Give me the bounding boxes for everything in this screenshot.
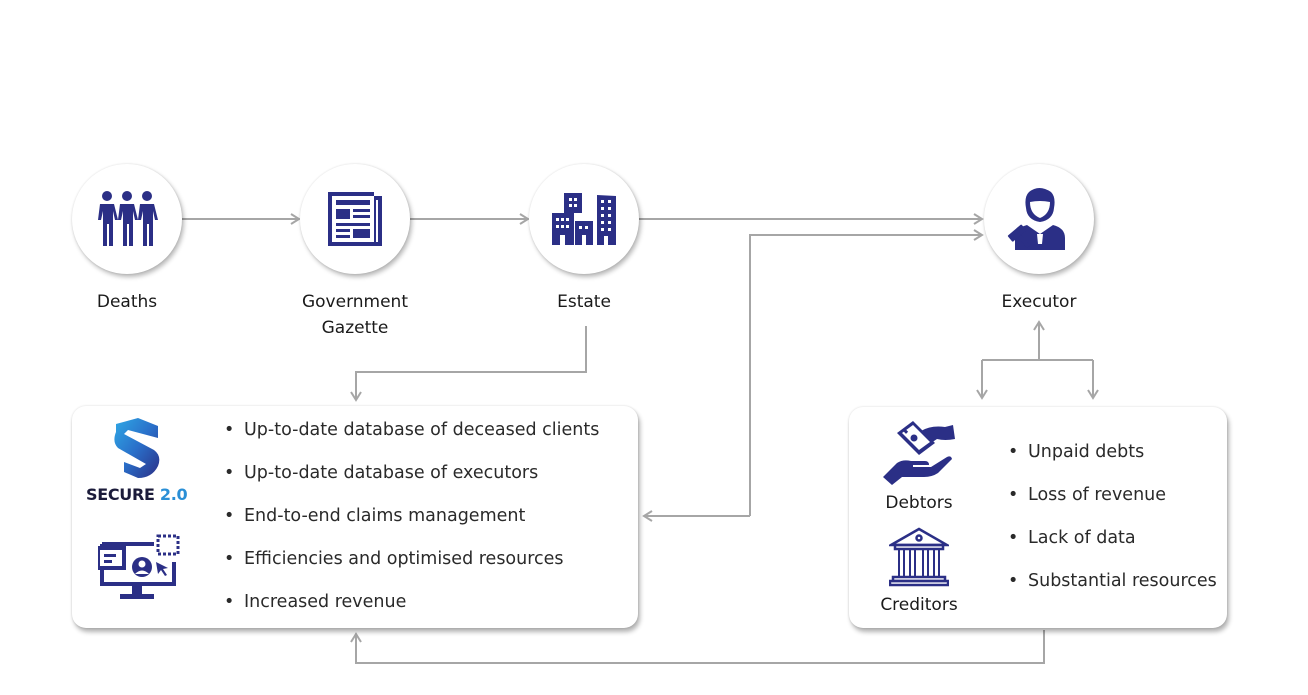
- node-estate: [529, 164, 639, 274]
- bank-icon: [889, 527, 949, 587]
- node-label-executor: Executor: [1001, 292, 1077, 312]
- problems-panel: Debtors Creditors Unpaid debts Loss of r…: [849, 407, 1227, 628]
- secure-benefit-item: Efficiencies and optimised resources: [222, 549, 599, 592]
- node-label-government-gazette: Government Gazette: [275, 289, 435, 341]
- secure-brand-name: SECURE: [86, 485, 155, 504]
- secure-benefit-item: Up-to-date database of executors: [222, 463, 599, 506]
- secure-benefit-item: Up-to-date database of deceased clients: [222, 420, 599, 463]
- node-label-line2: Gazette: [321, 318, 389, 338]
- money-hands-icon: [883, 421, 955, 485]
- node-government-gazette: [300, 164, 410, 274]
- node-deaths: [72, 164, 182, 274]
- shield-s-logo-icon: [114, 418, 160, 478]
- party-label-creditors: Creditors: [880, 595, 958, 615]
- secure-benefit-item: Increased revenue: [222, 592, 599, 635]
- secure-brand-version: 2.0: [159, 485, 188, 504]
- people-group-icon: [98, 191, 158, 246]
- monitor-user-icon: [98, 534, 180, 599]
- secure-benefit-item: End-to-end claims management: [222, 506, 599, 549]
- secure-brand-text: SECURE 2.0: [86, 485, 188, 504]
- problem-item: Loss of revenue: [1006, 485, 1217, 528]
- newspaper-icon: [328, 192, 382, 246]
- node-label-estate: Estate: [557, 292, 611, 312]
- node-label-deaths: Deaths: [96, 292, 158, 312]
- problems-list: Unpaid debts Loss of revenue Lack of dat…: [1006, 442, 1217, 614]
- party-label-debtors: Debtors: [885, 493, 953, 513]
- secure-benefits-list: Up-to-date database of deceased clients …: [222, 420, 599, 635]
- node-executor: [984, 164, 1094, 274]
- executor-judge-icon: [1007, 188, 1065, 250]
- node-label-line1: Government: [301, 292, 409, 312]
- problem-item: Unpaid debts: [1006, 442, 1217, 485]
- problem-item: Substantial resources: [1006, 571, 1217, 614]
- buildings-icon: [552, 193, 616, 245]
- problem-item: Lack of data: [1006, 528, 1217, 571]
- secure-panel: SECURE 2.0 Up-to-date database of deceas…: [72, 406, 638, 628]
